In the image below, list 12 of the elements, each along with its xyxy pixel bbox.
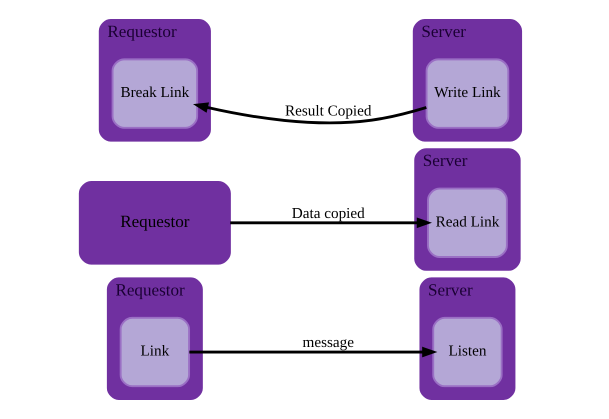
arrow — [189, 346, 438, 358]
node-box: Write Link — [426, 58, 510, 129]
arrow — [193, 102, 427, 124]
node-box: Break Link — [112, 58, 198, 129]
node-box: Requestor — [78, 181, 231, 265]
arrow — [230, 217, 432, 228]
node-box: Read Link — [427, 188, 508, 258]
edge-label: message — [302, 334, 354, 352]
edge-label: Data copied — [292, 204, 365, 222]
edge-label: Result Copied — [285, 102, 372, 120]
node-box: Link — [120, 316, 190, 388]
node-box: Listen — [432, 316, 503, 388]
